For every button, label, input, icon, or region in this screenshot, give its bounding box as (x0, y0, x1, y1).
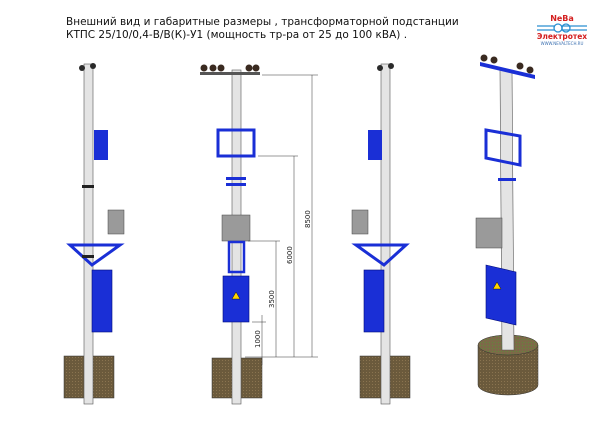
cabinet (91, 269, 113, 333)
warning-icon (231, 291, 241, 300)
title-line-1: Внешний вид и габаритные размеры , транс… (66, 16, 459, 28)
disconnector (368, 130, 382, 160)
pole (83, 63, 94, 405)
dimension-1000: 1000 (254, 330, 262, 348)
transformer (221, 214, 251, 242)
side-view-right (351, 63, 411, 405)
insulators-icon (377, 63, 394, 71)
logo-url: WWW.NEVALTECH.RU (540, 41, 584, 46)
bracket (66, 243, 125, 267)
warning-icon (492, 281, 502, 290)
disconnector-frame (216, 128, 256, 158)
dimension-6000: 6000 (286, 246, 294, 264)
drawing-title: Внешний вид и габаритные размеры , транс… (66, 16, 459, 42)
transformer (107, 209, 125, 235)
concrete-base (477, 344, 539, 396)
dimension-3500: 3500 (268, 290, 276, 308)
disconnector-frame (484, 128, 522, 167)
insulators-icon (200, 64, 260, 72)
disconnector (94, 130, 108, 160)
pole (380, 63, 391, 405)
isometric-view (475, 54, 539, 396)
cabinet (485, 264, 517, 326)
crossarm (480, 62, 535, 79)
front-view: 8500 6000 3500 1000 (200, 64, 318, 405)
company-logo: NeBa Электротех WWW.NEVALTECH.RU (532, 14, 592, 46)
crossarm (200, 72, 260, 75)
title-line-2: КТПС 25/10/0,4-В/В(К)-У1 (мощность тр-ра… (66, 29, 408, 41)
logo-subtitle: Электротех (536, 32, 588, 41)
logo-name: NeBa (550, 14, 574, 23)
dimension-8500: 8500 (304, 210, 312, 228)
cabinet (363, 269, 385, 333)
transformer (351, 209, 369, 235)
dimension-lines (245, 74, 318, 365)
transformer (475, 217, 503, 249)
insulators-icon (79, 63, 96, 71)
logo-rings-icon (537, 23, 587, 33)
insulators-icon (480, 54, 534, 74)
side-view-left (63, 63, 125, 405)
bracket (351, 243, 410, 267)
